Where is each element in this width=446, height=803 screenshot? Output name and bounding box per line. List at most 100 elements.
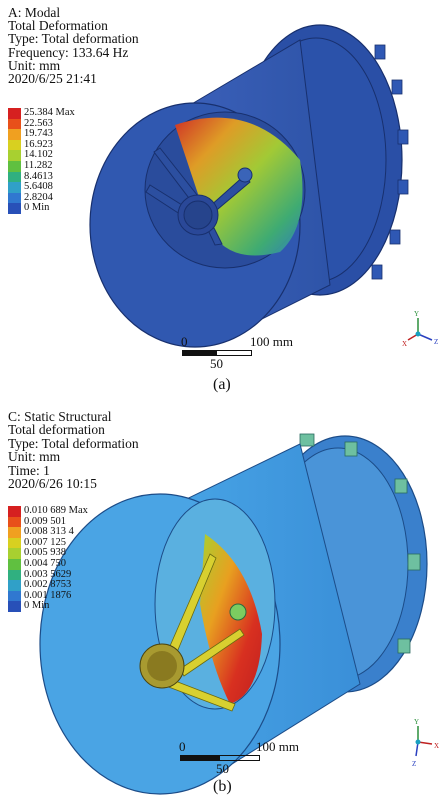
legend-label: 0.004 750 [24, 557, 66, 569]
legend-row: 25.384 Max [8, 107, 75, 119]
scale-mid: 50 [216, 761, 229, 776]
result-name: Total Deformation [8, 18, 108, 34]
result-name: Total deformation [8, 422, 105, 438]
panel-static: Y X Z C: Static Structural Total deforma… [0, 404, 446, 803]
legend-row: 0.002 8753 [8, 580, 88, 591]
legend-swatch [8, 129, 21, 140]
legend-label: 0.007 125 [24, 536, 66, 548]
legend-label: 0.001 1876 [24, 589, 72, 601]
timestamp: 2020/6/25 21:41 [8, 71, 97, 87]
scale-bar: 0 100 mm 50 [150, 334, 300, 374]
legend-label: 0 Min [24, 600, 50, 612]
unit: Unit: mm [8, 57, 61, 73]
legend-label: 0.010 689 Max [24, 505, 88, 516]
legend-swatch [8, 182, 21, 193]
legend-swatch [8, 558, 21, 570]
legend-swatch [8, 527, 21, 538]
analysis-name: C: Static Structural [8, 409, 112, 424]
legend-label: 25.384 Max [24, 107, 75, 118]
legend-row: 22.563 [8, 117, 75, 130]
frequency: Frequency: 133.64 Hz [8, 44, 129, 60]
result-type: Type: Total deformation [8, 31, 139, 47]
axis-triad-icon: Y Z X [402, 310, 438, 348]
legend-row: 19.743 [8, 129, 75, 140]
caption-a: (a) [213, 376, 231, 393]
legend-row: 0.001 1876 [8, 589, 88, 602]
legend-row: 0.010 689 Max [8, 505, 88, 517]
modal-header: A: Modal Total Deformation Type: Total d… [8, 5, 139, 87]
legend-row: 0 Min [8, 601, 88, 612]
static-deformation-render: Y X Z [39, 433, 439, 795]
legend-swatch [8, 203, 21, 214]
scale-start: 0 [181, 334, 188, 349]
legend-label: 0.008 313 4 [24, 526, 74, 538]
legend-label: 11.282 [24, 159, 53, 171]
axis-triad-icon: Y X Z [412, 718, 439, 768]
legend-swatch [8, 171, 21, 183]
svg-text:Y: Y [414, 718, 419, 726]
legend-row: 0.003 5629 [8, 568, 88, 581]
legend-swatch [8, 590, 21, 602]
legend-label: 19.743 [24, 128, 53, 140]
legend-label: 0.002 8753 [24, 579, 72, 591]
legend-row: 0.007 125 [8, 536, 88, 549]
svg-text:Z: Z [434, 338, 438, 346]
legend-row: 5.6408 [8, 182, 75, 193]
legend-row: 0.005 938 [8, 548, 88, 559]
legend-label: 16.923 [24, 138, 53, 150]
legend-swatch [8, 537, 21, 549]
legend-row: 0.008 313 4 [8, 527, 88, 538]
scale-mid: 50 [210, 356, 223, 371]
legend-swatch [8, 192, 21, 204]
legend-swatch [8, 160, 21, 172]
modal-deformation-render: Y Z X [89, 24, 438, 348]
legend-label: 5.6408 [24, 181, 53, 193]
scale-start: 0 [179, 739, 186, 754]
legend-row: 11.282 [8, 159, 75, 172]
result-type: Type: Total deformation [8, 435, 139, 451]
analysis-name: A: Modal [8, 5, 61, 20]
legend-label: 0.003 5629 [24, 568, 72, 580]
timestamp: 2020/6/26 10:15 [8, 476, 97, 492]
legend-swatch [8, 139, 21, 151]
legend-label: 0.009 501 [24, 515, 66, 527]
panel-modal: Y Z X A: Modal Total Deformation Type: T… [0, 0, 446, 400]
svg-text:X: X [434, 742, 439, 750]
legend-row: 0.004 750 [8, 557, 88, 570]
legend-swatch [8, 118, 21, 130]
static-header: C: Static Structural Total deformation T… [8, 409, 139, 492]
legend-label: 14.102 [24, 149, 53, 161]
legend-row: 8.4613 [8, 170, 75, 183]
legend-label: 8.4613 [24, 170, 53, 182]
legend-swatch [8, 506, 21, 517]
time: Time: 1 [8, 462, 50, 478]
legend-swatch [8, 150, 21, 161]
legend-row: 2.8204 [8, 191, 75, 204]
scale-ruler [182, 350, 252, 356]
caption-b: (b) [213, 778, 232, 795]
legend-swatch [8, 108, 21, 119]
scale-end: 100 mm [256, 739, 299, 754]
legend-label: 0.005 938 [24, 547, 66, 559]
scale-bar: 0 100 mm 50 [148, 739, 308, 779]
legend-row: 16.923 [8, 138, 75, 151]
unit: Unit: mm [8, 449, 61, 465]
legend-label: 0 Min [24, 202, 50, 214]
legend-row: 0.009 501 [8, 515, 88, 528]
legend-swatch [8, 601, 21, 612]
scale-ruler [180, 755, 260, 761]
svg-text:Y: Y [414, 310, 419, 318]
legend-swatch [8, 516, 21, 528]
legend-row: 14.102 [8, 150, 75, 161]
legend-swatch [8, 569, 21, 581]
legend-row: 0 Min [8, 203, 75, 214]
svg-text:X: X [402, 340, 407, 348]
scale-end: 100 mm [250, 334, 293, 349]
legend-swatch [8, 580, 21, 591]
legend-label: 22.563 [24, 117, 53, 129]
legend-label: 2.8204 [24, 191, 53, 203]
legend-swatch [8, 548, 21, 559]
svg-text:Z: Z [412, 760, 416, 768]
